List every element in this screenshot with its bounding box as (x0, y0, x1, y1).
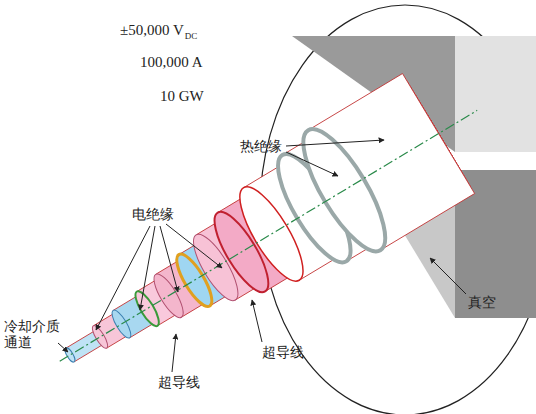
leader-line (160, 226, 178, 292)
leader-line (58, 343, 68, 352)
rating-text: DC (185, 31, 198, 41)
leader-line (172, 334, 176, 372)
leader-line (96, 226, 150, 330)
callout-label: 真空 (468, 294, 496, 310)
leader-line (286, 152, 338, 176)
end-disk (260, 5, 536, 414)
callout-label: 热绝缘 (240, 138, 282, 154)
rating-text: 10 GW (160, 88, 204, 105)
rating-text: ±50,000 V (120, 22, 184, 39)
leader-line (140, 226, 155, 310)
vacuum-wedge (455, 36, 536, 152)
cable-layers (24, 50, 514, 414)
callout-label: 冷却介质 通道 (4, 318, 64, 350)
callout-label: 超导线 (158, 374, 200, 390)
leader-line (166, 224, 222, 268)
layer-face (90, 324, 111, 351)
leader-line (430, 258, 466, 294)
leader-line (252, 300, 262, 342)
callout-label: 电绝缘 (132, 206, 174, 222)
leader-line (286, 140, 384, 146)
rating-text: 100,000 A (140, 54, 203, 71)
axis-line (60, 110, 477, 361)
callout-label: 超导线 (262, 344, 304, 360)
